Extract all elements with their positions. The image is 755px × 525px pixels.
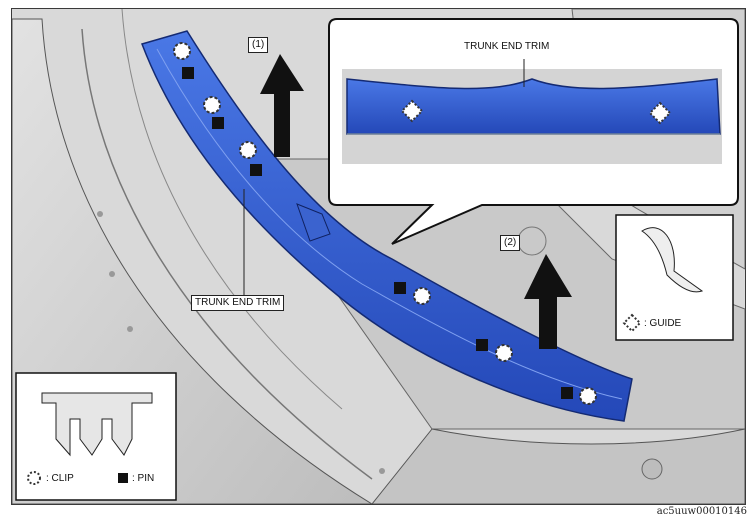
clip-icon — [239, 141, 257, 159]
clip-icon — [495, 344, 513, 362]
pin-markers — [182, 67, 573, 399]
inset-trunk-end-trim-label: TRUNK END TRIM — [464, 41, 550, 52]
clip-icon — [173, 42, 191, 60]
clip-icon — [203, 96, 221, 114]
clip-legend-label: : CLIP — [46, 473, 74, 484]
pin-icon — [250, 164, 262, 176]
diagram-frame: TRUNK END TRIM TRUNK END TRIM (1) (2) : … — [11, 8, 746, 505]
pin-icon — [394, 282, 406, 294]
pin-icon — [182, 67, 194, 79]
pin-icon — [212, 117, 224, 129]
clip-pin-legend-box — [15, 372, 177, 501]
guide-icon — [400, 99, 424, 123]
clip-icon — [579, 387, 597, 405]
trunk-end-trim-label: TRUNK END TRIM — [191, 295, 285, 311]
pin-icon — [561, 387, 573, 399]
pin-icon — [118, 473, 128, 483]
clip-icon — [413, 287, 431, 305]
guide-legend-label: : GUIDE — [644, 318, 682, 329]
clip-markers — [173, 42, 597, 405]
pin-icon — [476, 339, 488, 351]
pin-legend-label: : PIN — [132, 473, 155, 484]
illustration — [12, 9, 745, 504]
up-arrow-icon — [524, 254, 572, 349]
step-1-label: (1) — [248, 37, 269, 53]
inset-detail — [328, 18, 739, 245]
figure-code: ac5uuw00010146 — [656, 506, 747, 517]
step-2-label: (2) — [500, 235, 521, 251]
guide-icon — [648, 101, 672, 125]
guide-legend-box — [615, 214, 734, 341]
up-arrow-icon — [260, 54, 304, 157]
trunk-end-trim — [141, 30, 633, 422]
clip-icon — [27, 471, 41, 485]
guide-icon — [622, 313, 642, 333]
